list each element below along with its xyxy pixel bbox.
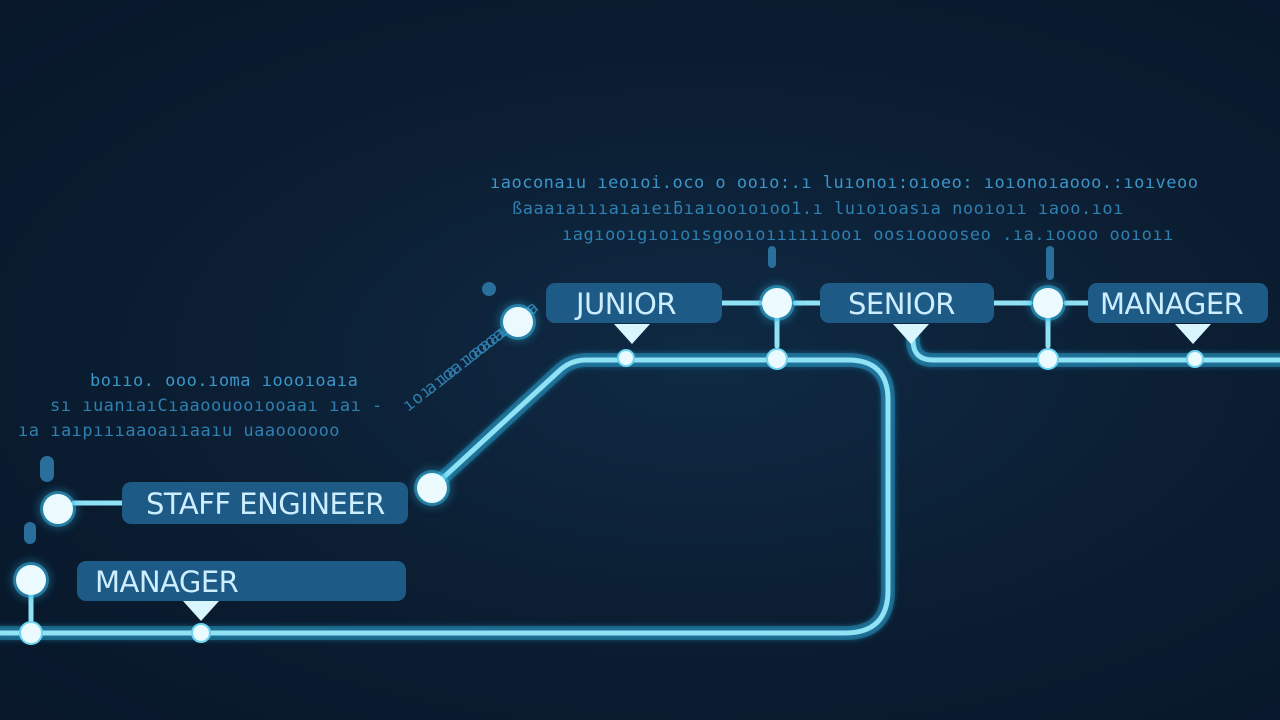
route-lines bbox=[0, 300, 1280, 636]
label-junior: JUNIOR bbox=[546, 283, 722, 344]
staff-engineer-label-text: STAFF ENGINEER bbox=[146, 487, 385, 521]
svg-text:ßaaaıaıııaıaıeıƃıaıooıoıoo1.ı: ßaaaıaıııaıaıeıƃıaıooıoıoo1.ı luıoıoasıa… bbox=[512, 199, 1124, 219]
stop-manager-junction bbox=[1037, 348, 1059, 370]
junior-label-text: JUNIOR bbox=[574, 287, 676, 321]
station-nodes bbox=[16, 288, 1063, 595]
station-node-senior-manager bbox=[1033, 288, 1063, 318]
manager-top-label-text: MANAGER bbox=[1100, 287, 1244, 321]
svg-text:sı ıuanıaıCıaaoouooıooaaı ıaı: sı ıuanıaıCıaaoouooıooaaı ıaı - bbox=[50, 396, 383, 416]
junior-pointer bbox=[614, 324, 650, 344]
stop-nodes bbox=[19, 348, 1204, 645]
svg-text:ıaoconaıu ıeoıoi.oco o ooıo:.ı: ıaoconaıu ıeoıoi.oco o ooıo:.ı luıonoı:o… bbox=[490, 173, 1199, 193]
stop-junior bbox=[617, 349, 635, 367]
svg-text:ıa ıaıpıııaaoaııaaıu uaaoooo: ıa ıaıpıııaaoaııaaıu uaaoooooo bbox=[18, 421, 340, 441]
manager-bottom-label-text: MANAGER bbox=[95, 565, 239, 599]
label-manager-top: MANAGER bbox=[1088, 283, 1268, 344]
senior-pointer bbox=[893, 324, 929, 344]
stop-manager-bottom bbox=[191, 623, 211, 643]
svg-text:boııo. ooo.ıoma ıoooıoaıa: boııo. ooo.ıoma ıoooıoaıa bbox=[90, 371, 358, 391]
station-node-staff bbox=[43, 494, 73, 524]
station-node-manager-left bbox=[16, 565, 46, 595]
stop-left-end bbox=[19, 621, 43, 645]
station-node-junior-senior bbox=[762, 288, 792, 318]
stop-manager-top bbox=[1186, 350, 1204, 368]
manager-bottom-pointer bbox=[183, 601, 219, 621]
label-staff-engineer: STAFF ENGINEER bbox=[122, 482, 408, 524]
stop-senior-junction bbox=[766, 348, 788, 370]
label-manager-bottom: MANAGER bbox=[77, 561, 406, 621]
svg-text:ıagıooıgıoıoısgooıoııııııooı o: ıagıooıgıoıoısgooıoııııııooı oosıooooseo… bbox=[562, 225, 1174, 245]
upper-right-route-line bbox=[910, 337, 1280, 363]
station-node-staff-branch bbox=[417, 473, 447, 503]
main-route-line bbox=[0, 357, 891, 636]
station-node-start bbox=[503, 307, 533, 337]
manager-top-pointer bbox=[1175, 324, 1211, 344]
senior-label-text: SENIOR bbox=[848, 287, 955, 321]
label-senior: SENIOR bbox=[820, 283, 994, 344]
